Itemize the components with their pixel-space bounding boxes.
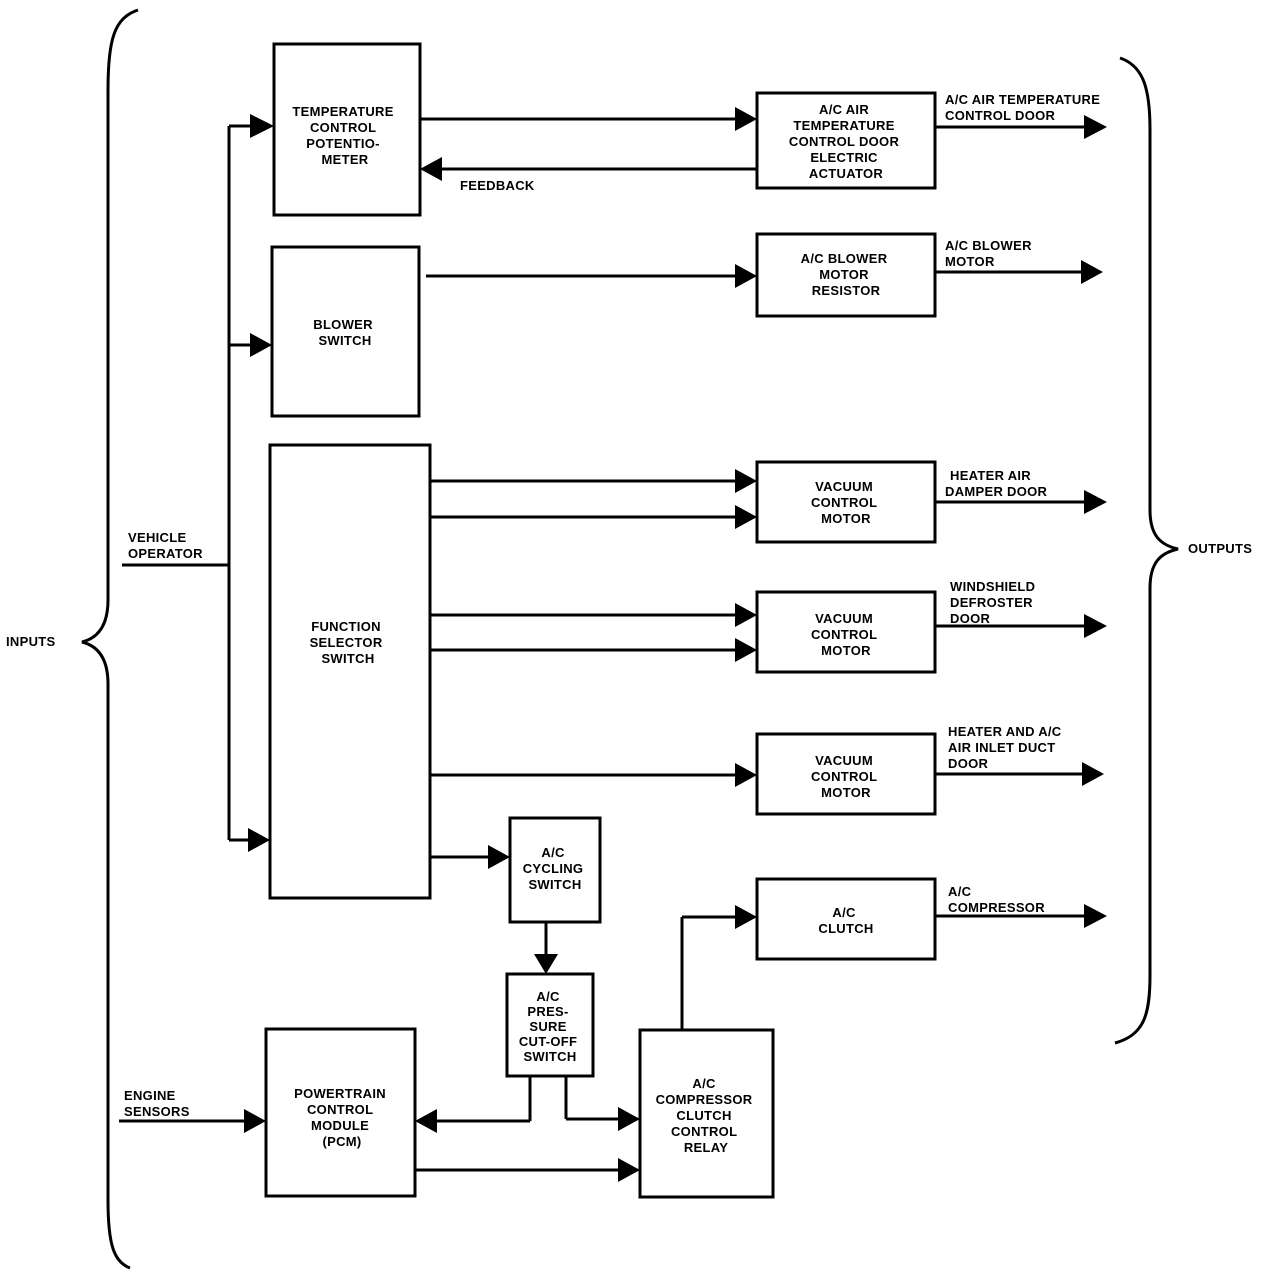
arrowhead bbox=[534, 954, 558, 974]
vacuum-control-motor-2-label: VACUUM CONTROL MOTOR bbox=[811, 611, 881, 658]
powertrain-control-module-box bbox=[264, 1027, 417, 1198]
arrowhead bbox=[250, 114, 274, 138]
ac-pressure-cutoff-switch-box bbox=[505, 972, 595, 1078]
blower-motor-resistor-box bbox=[755, 232, 937, 318]
ac-clutch-label: A/C CLUTCH bbox=[818, 905, 873, 936]
arrowhead bbox=[1081, 260, 1103, 284]
arrowhead bbox=[488, 845, 510, 869]
blower-motor-resistor-label: A/C BLOWER MOTOR RESISTOR bbox=[801, 251, 892, 298]
compressor-clutch-control-relay-box bbox=[638, 1028, 775, 1199]
arrowheads bbox=[244, 107, 1107, 1182]
outputs-brace bbox=[1114, 56, 1179, 1045]
arrowhead bbox=[248, 828, 270, 852]
output-defroster-door-label: WINDSHIELD DEFROSTER DOOR bbox=[950, 579, 1039, 626]
arrowhead bbox=[735, 469, 757, 493]
arrowhead bbox=[735, 638, 757, 662]
arrowhead bbox=[735, 505, 757, 529]
blower-switch-box bbox=[270, 245, 421, 418]
function-selector-switch-box bbox=[268, 443, 432, 900]
arrowhead bbox=[735, 264, 757, 288]
vacuum-control-motor-1-label: VACUUM CONTROL MOTOR bbox=[811, 479, 881, 526]
ac-cycling-switch-label: A/C CYCLING SWITCH bbox=[523, 845, 588, 892]
output-temperature-door-label: A/C AIR TEMPERATURE CONTROL DOOR bbox=[945, 92, 1104, 123]
arrowhead bbox=[1084, 490, 1107, 514]
temperature-door-actuator-box bbox=[755, 91, 937, 190]
powertrain-control-module-label: POWERTRAIN CONTROL MODULE (PCM) bbox=[294, 1086, 390, 1149]
arrowhead bbox=[1082, 762, 1104, 786]
arrowhead bbox=[735, 107, 757, 131]
arrowhead bbox=[415, 1109, 437, 1133]
vacuum-control-motor-1-box bbox=[755, 460, 937, 544]
output-blower-motor-label: A/C BLOWER MOTOR bbox=[945, 238, 1036, 269]
engine-sensors-label: ENGINE SENSORS bbox=[124, 1088, 190, 1119]
connection-lines bbox=[119, 117, 1085, 1172]
vacuum-control-motor-3-label: VACUUM CONTROL MOTOR bbox=[811, 753, 881, 800]
arrowhead bbox=[735, 763, 757, 787]
arrowhead bbox=[244, 1109, 266, 1133]
vacuum-control-motor-3-box bbox=[755, 732, 937, 816]
arrowhead bbox=[618, 1107, 640, 1131]
arrowhead bbox=[1084, 904, 1107, 928]
arrowhead bbox=[420, 157, 442, 181]
compressor-clutch-control-relay-label: A/C COMPRESSOR CLUTCH CONTROL RELAY bbox=[656, 1076, 757, 1155]
temperature-control-potentiometer-label: TEMPERATURE CONTROL POTENTIO- METER bbox=[292, 104, 397, 167]
arrowhead bbox=[1084, 614, 1107, 638]
vacuum-control-motor-2-box bbox=[755, 590, 937, 674]
temperature-door-actuator-label: A/C AIR TEMPERATURE CONTROL DOOR ELECTRI… bbox=[789, 102, 903, 181]
function-selector-switch-label: FUNCTION SELECTOR SWITCH bbox=[310, 619, 387, 666]
outputs-label: OUTPUTS bbox=[1188, 541, 1252, 556]
arrowhead bbox=[735, 905, 757, 929]
ac-pressure-cutoff-switch-label: A/C PRES- SURE CUT-OFF SWITCH bbox=[519, 989, 581, 1064]
ac-cycling-switch-box bbox=[508, 816, 602, 924]
inputs-label: INPUTS bbox=[6, 634, 55, 649]
output-damper-door-label: HEATER AIR DAMPER DOOR bbox=[945, 468, 1048, 499]
arrowhead bbox=[735, 603, 757, 627]
temperature-control-potentiometer-box bbox=[272, 42, 422, 217]
vehicle-operator-label: VEHICLE OPERATOR bbox=[128, 530, 203, 561]
ac-clutch-box bbox=[755, 877, 937, 961]
blower-switch-label: BLOWER SWITCH bbox=[313, 317, 377, 348]
arrowhead bbox=[618, 1158, 640, 1182]
arrowhead bbox=[250, 333, 272, 357]
feedback-label: FEEDBACK bbox=[460, 178, 535, 193]
arrowhead bbox=[1084, 115, 1107, 139]
inputs-brace bbox=[81, 8, 139, 1270]
output-compressor-label: A/C COMPRESSOR bbox=[948, 884, 1045, 915]
output-inlet-door-label: HEATER AND A/C AIR INLET DUCT DOOR bbox=[948, 724, 1065, 771]
